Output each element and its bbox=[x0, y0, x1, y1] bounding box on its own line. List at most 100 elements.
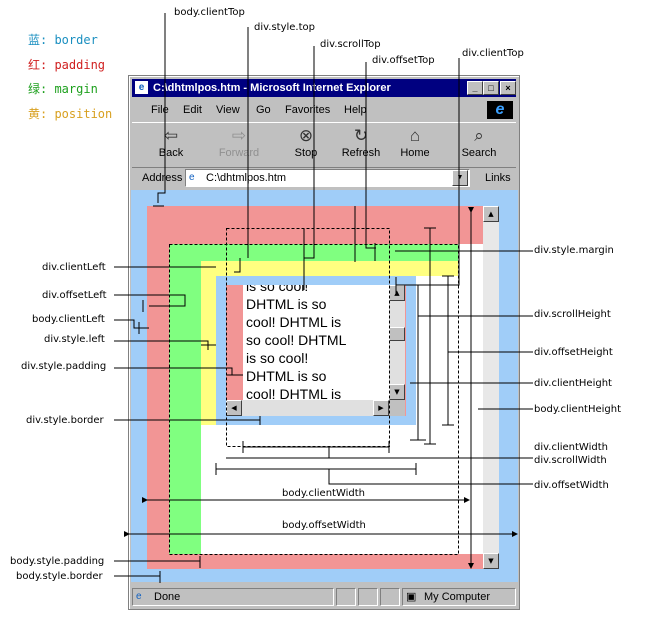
title-bar: e C:\dhtmlpos.htm - Microsoft Internet E… bbox=[132, 79, 516, 97]
text-line-7: cool! DHTML is bbox=[246, 386, 342, 400]
div-vertical-scrollbar[interactable]: ▲ ▼ bbox=[389, 285, 405, 400]
label-body-clientHeight: body.clientHeight bbox=[534, 404, 622, 415]
refresh-icon: ↻ bbox=[353, 126, 369, 145]
status-pane-4 bbox=[380, 588, 400, 606]
back-arrow-icon: ⇦ bbox=[163, 126, 179, 145]
label-div-style-top: div.style.top bbox=[254, 22, 315, 33]
status-pane-3 bbox=[358, 588, 378, 606]
div-client-area: is so cool! DHTML is so cool! DHTML is s… bbox=[243, 285, 389, 400]
label-div-clientWidth: div.clientWidth bbox=[534, 442, 608, 453]
text-line-5: is so cool! bbox=[246, 350, 309, 366]
forward-button[interactable]: ⇨ Forward bbox=[216, 125, 262, 165]
home-button[interactable]: ⌂ Home bbox=[392, 125, 438, 165]
search-icon: ⌕ bbox=[474, 126, 484, 145]
div-scroll-left-button[interactable]: ◀ bbox=[226, 400, 242, 416]
div-scroll-thumb[interactable] bbox=[389, 327, 405, 341]
text-line-4: so cool! DHTML bbox=[246, 332, 347, 348]
legend-padding: 红: padding bbox=[28, 58, 106, 72]
address-dropdown-button[interactable]: ▼ bbox=[452, 170, 468, 186]
label-div-style-margin: div.style.margin bbox=[534, 245, 614, 256]
window-title: C:\dhtmlpos.htm - Microsoft Internet Exp… bbox=[153, 82, 391, 94]
address-input[interactable]: e C:\dhtmlpos.htm ▼ bbox=[185, 169, 470, 187]
status-text: Done bbox=[154, 591, 181, 603]
status-pane-2 bbox=[336, 588, 356, 606]
maximize-button[interactable]: □ bbox=[483, 81, 499, 95]
stop-label: Stop bbox=[294, 147, 318, 159]
text-line-6: DHTML is so bbox=[246, 368, 327, 384]
zone-pane: ▣ My Computer bbox=[402, 588, 516, 606]
close-button[interactable]: × bbox=[500, 81, 516, 95]
home-label: Home bbox=[400, 147, 430, 159]
text-line-1: is so cool! bbox=[246, 285, 309, 294]
div-position-area-left bbox=[201, 261, 216, 425]
status-pane: e Done bbox=[132, 588, 334, 606]
label-div-offsetLeft: div.offsetLeft bbox=[42, 290, 107, 301]
ie-page-icon: e bbox=[135, 81, 148, 94]
label-body-style-padding: body.style.padding bbox=[10, 556, 105, 567]
menu-bar: File Edit View Go Favorites Help e bbox=[132, 100, 516, 120]
body-vertical-scrollbar[interactable]: ▲ ▼ bbox=[483, 206, 499, 569]
div-scroll-corner bbox=[389, 400, 405, 416]
legend-position: 黄: position bbox=[28, 107, 113, 121]
label-div-clientLeft: div.clientLeft bbox=[42, 262, 106, 273]
status-page-icon: e bbox=[136, 591, 142, 602]
label-div-style-left: div.style.left bbox=[44, 334, 105, 345]
label-div-scrollHeight: div.scrollHeight bbox=[534, 309, 611, 320]
menu-view[interactable]: View bbox=[216, 104, 240, 116]
text-line-2: DHTML is so bbox=[246, 296, 327, 312]
computer-icon: ▣ bbox=[406, 591, 417, 603]
home-icon: ⌂ bbox=[409, 126, 421, 145]
links-label[interactable]: Links bbox=[485, 172, 511, 184]
div-position-area bbox=[201, 261, 458, 276]
label-div-style-padding: div.style.padding bbox=[21, 361, 107, 372]
zone-text: My Computer bbox=[424, 591, 491, 603]
label-body-offsetWidth: body.offsetWidth bbox=[282, 520, 366, 531]
minimize-button[interactable]: _ bbox=[467, 81, 483, 95]
label-div-scrollTop: div.scrollTop bbox=[320, 39, 381, 50]
div-scroll-down-button[interactable]: ▼ bbox=[389, 384, 405, 400]
label-body-clientLeft: body.clientLeft bbox=[32, 314, 105, 325]
address-value: C:\dhtmlpos.htm bbox=[206, 172, 287, 184]
label-div-clientTop: div.clientTop bbox=[462, 48, 524, 59]
label-body-style-border: body.style.border bbox=[16, 571, 103, 582]
label-div-scrollWidth: div.scrollWidth bbox=[534, 455, 607, 466]
address-bar: Address e C:\dhtmlpos.htm ▼ Links bbox=[132, 168, 516, 188]
legend-border: 蓝: border bbox=[28, 33, 98, 47]
div-scroll-up-button[interactable]: ▲ bbox=[389, 285, 405, 301]
label-body-clientWidth: body.clientWidth bbox=[282, 488, 366, 499]
status-bar: e Done ▣ My Computer bbox=[132, 587, 516, 606]
div-horizontal-scrollbar[interactable]: ◀ ▶ bbox=[226, 400, 389, 416]
page-icon: e bbox=[189, 172, 195, 183]
label-body-clientTop: body.clientTop bbox=[174, 7, 245, 18]
search-label: Search bbox=[461, 147, 497, 159]
search-button[interactable]: ⌕ Search bbox=[456, 125, 502, 165]
refresh-button[interactable]: ↻ Refresh bbox=[338, 125, 384, 165]
menu-edit[interactable]: Edit bbox=[183, 104, 202, 116]
stop-icon: ⊗ bbox=[298, 126, 314, 145]
menu-help[interactable]: Help bbox=[344, 104, 367, 116]
body-scroll-down-button[interactable]: ▼ bbox=[483, 553, 499, 569]
label-div-offsetTop: div.offsetTop bbox=[372, 55, 435, 66]
stop-button[interactable]: ⊗ Stop bbox=[283, 125, 329, 165]
forward-label: Forward bbox=[218, 147, 260, 159]
refresh-label: Refresh bbox=[341, 147, 381, 159]
label-div-offsetWidth: div.offsetWidth bbox=[534, 480, 609, 491]
menu-go[interactable]: Go bbox=[256, 104, 271, 116]
legend-margin: 绿: margin bbox=[28, 82, 98, 96]
menu-file[interactable]: File bbox=[151, 104, 169, 116]
text-line-3: cool! DHTML is bbox=[246, 314, 342, 330]
label-div-offsetHeight: div.offsetHeight bbox=[534, 347, 613, 358]
address-label: Address bbox=[142, 172, 183, 184]
toolbar: ⇦ Back ⇨ Forward ⊗ Stop ↻ Refresh ⌂ Home ⌕ Sea… bbox=[132, 122, 516, 168]
back-label: Back bbox=[158, 147, 184, 159]
div-margin-area-left bbox=[169, 244, 201, 554]
forward-arrow-icon: ⇨ bbox=[231, 126, 247, 145]
body-scroll-up-button[interactable]: ▲ bbox=[483, 206, 499, 222]
label-div-style-border: div.style.border bbox=[26, 415, 104, 426]
menu-favorites[interactable]: Favorites bbox=[285, 104, 331, 116]
back-button[interactable]: ⇦ Back bbox=[148, 125, 194, 165]
div-scroll-right-button[interactable]: ▶ bbox=[373, 400, 389, 416]
div-content-text: is so cool! DHTML is so cool! DHTML is s… bbox=[246, 285, 346, 400]
ie-logo-icon: e bbox=[487, 101, 513, 119]
label-div-clientHeight: div.clientHeight bbox=[534, 378, 612, 389]
